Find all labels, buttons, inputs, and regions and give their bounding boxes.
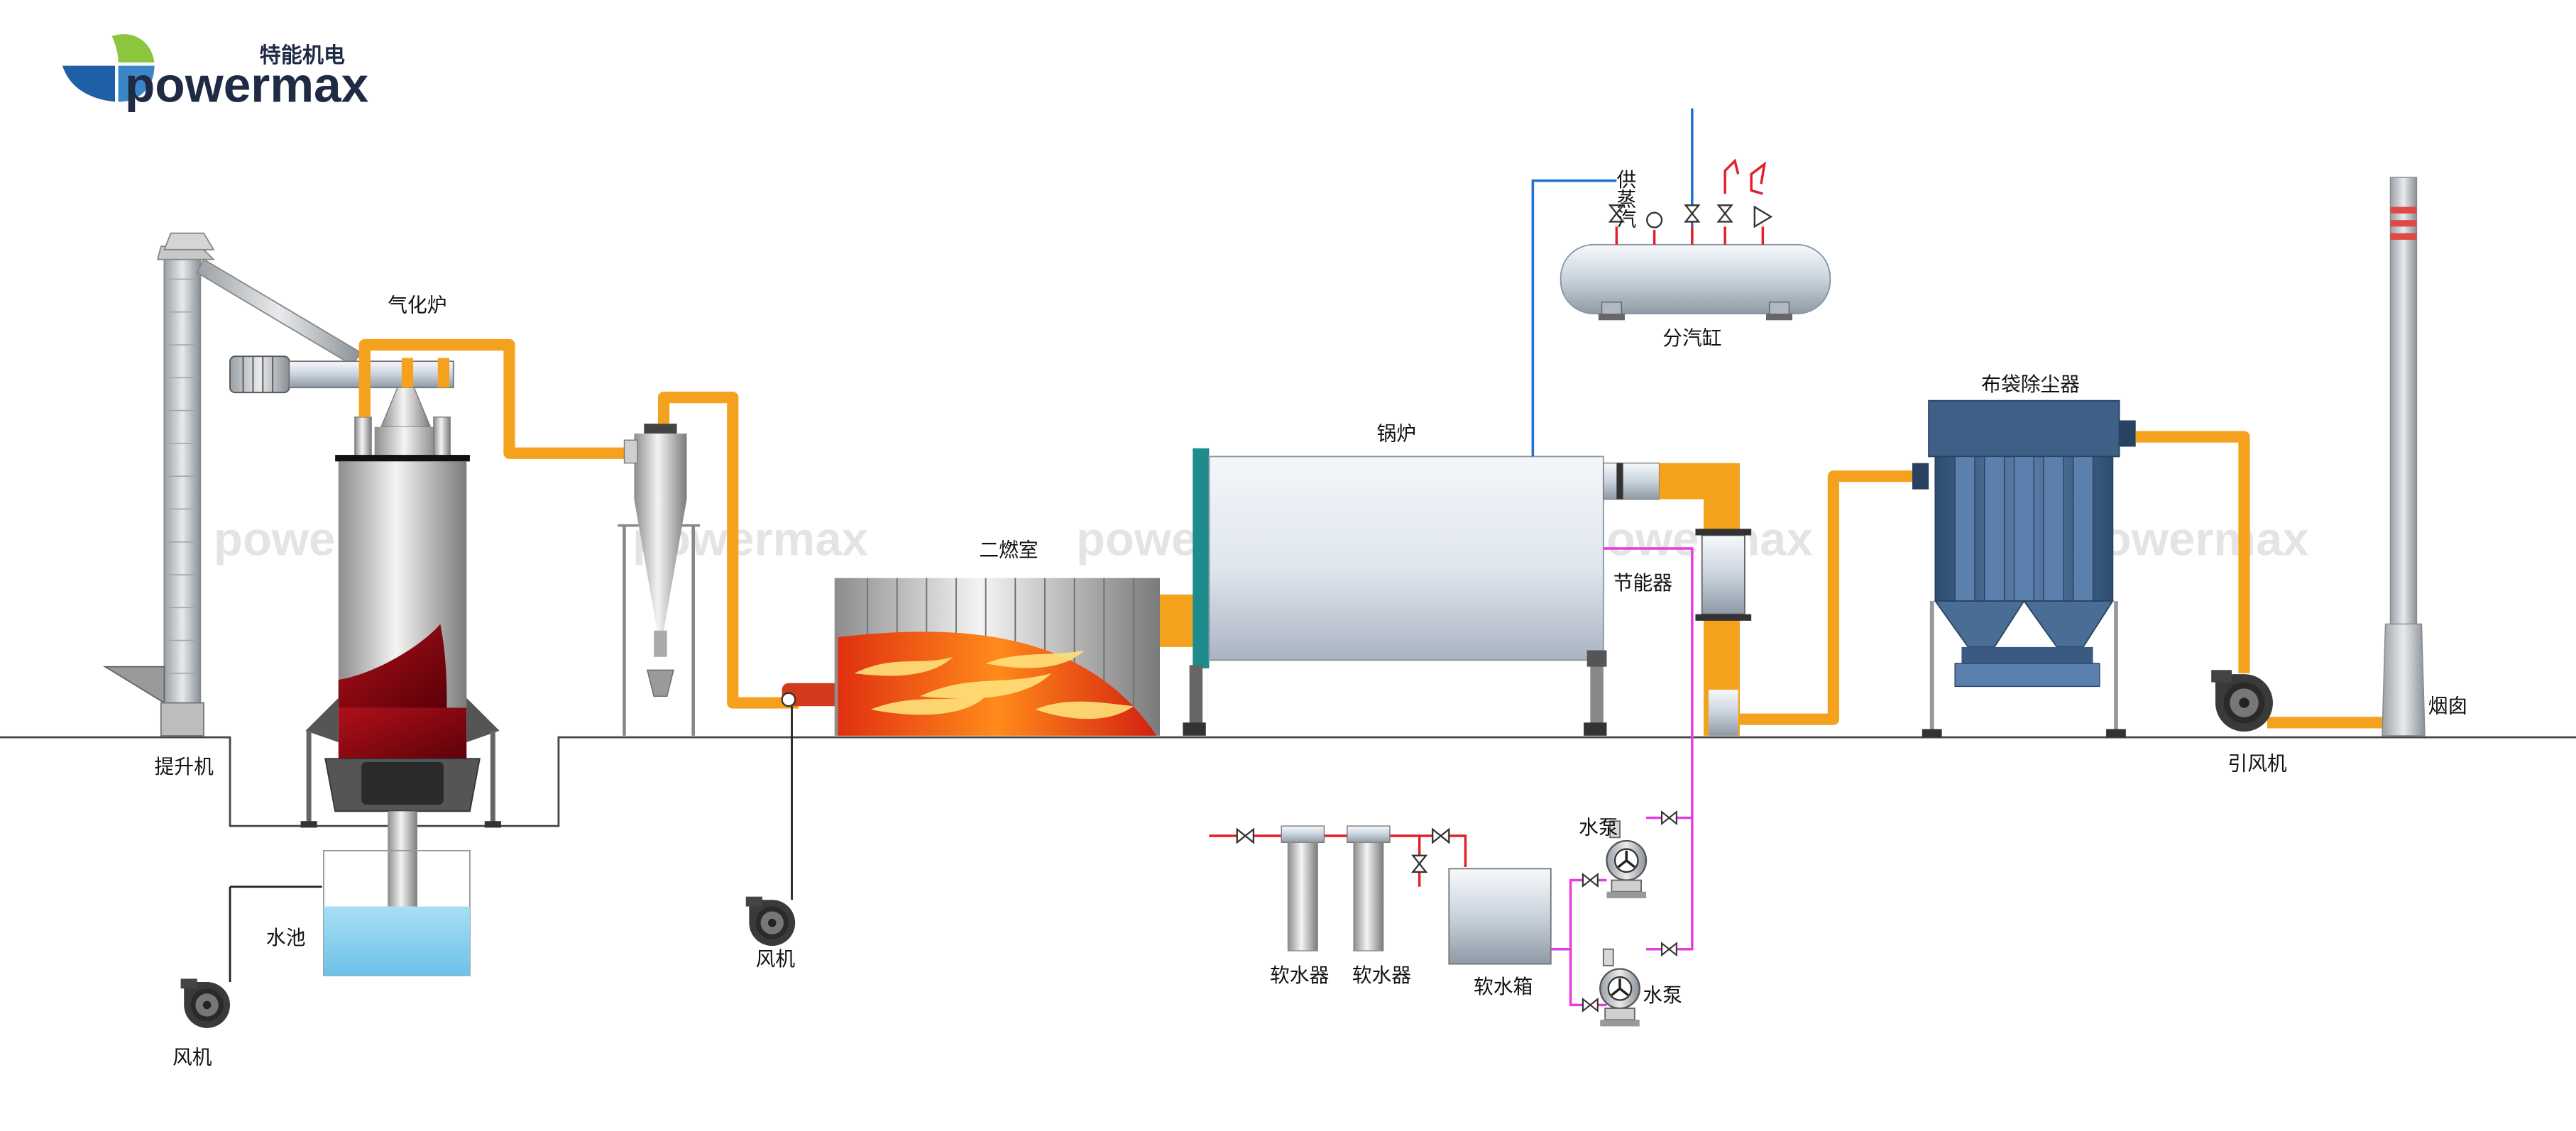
raw-water-line (1209, 834, 1467, 887)
softener-1 (1281, 825, 1325, 951)
cyclone (618, 424, 700, 736)
fan-icon (180, 978, 231, 1028)
valve-icon (1582, 998, 1599, 1012)
watermark: powermax (1577, 512, 1813, 566)
logo-wordmark: powermax (125, 57, 369, 112)
steam-supply-label: 供蒸汽 (1613, 169, 1636, 228)
fan-left-label: 风机 (172, 1046, 212, 1069)
safety-valve-icon (1753, 205, 1773, 228)
chimney-label: 烟囱 (2428, 694, 2468, 717)
softener-2-label: 软水器 (1352, 964, 1411, 987)
boiler (1183, 448, 1660, 736)
water-pool (323, 849, 471, 976)
economizer (1659, 463, 1752, 736)
water-pool-label: 水池 (266, 926, 306, 949)
fan-icon (2211, 670, 2273, 732)
softener-1-label: 软水器 (1270, 964, 1329, 987)
pump-1-label: 水泵 (1579, 816, 1618, 839)
pump-icon (1599, 947, 1641, 1028)
flue-pipe-to-fan (2135, 431, 2250, 673)
flue-pipe-to-filter (1738, 470, 1916, 725)
induced-fan-label: 引风机 (2227, 751, 2287, 775)
chimney (2382, 177, 2426, 736)
logo: powermax 特能机电 (62, 34, 369, 112)
economizer-label: 节能器 (1613, 571, 1672, 595)
bag-filter (1912, 399, 2136, 738)
chamber-label: 二燃室 (979, 539, 1038, 562)
valve-icon (1412, 854, 1427, 873)
syngas-pipe (358, 338, 631, 459)
logo-icon (62, 34, 155, 102)
valve-icon (1660, 942, 1677, 956)
gasifier (229, 355, 501, 907)
valve-icon (1236, 828, 1255, 844)
softener-2 (1347, 825, 1391, 951)
valve-icon (1432, 828, 1450, 844)
logo-cn-name: 特能机电 (260, 43, 345, 68)
steam-header-label: 分汽缸 (1662, 326, 1721, 350)
gasifier-label: 气化炉 (388, 294, 446, 317)
gas-pipe-to-chamber (657, 391, 799, 709)
valve-icon (1717, 204, 1733, 223)
valve-icon (1660, 811, 1677, 824)
hoist-label: 提升机 (155, 755, 214, 778)
fan-mid-label: 风机 (756, 947, 796, 971)
steam-line (1531, 179, 1617, 457)
soft-water-tank (1448, 868, 1552, 965)
gauge-icon (1646, 211, 1663, 228)
pump-2-label: 水泵 (1643, 983, 1682, 1007)
valve-icon (1582, 873, 1599, 887)
hoist (102, 232, 363, 736)
bag-filter-label: 布袋除尘器 (1981, 373, 2080, 396)
soft-tank-label: 软水箱 (1474, 975, 1533, 998)
valve-icon (1684, 204, 1700, 223)
steam-header (1560, 158, 1831, 321)
fan-icon (745, 896, 796, 947)
boiler-label: 锅炉 (1376, 421, 1416, 445)
secondary-chamber (781, 578, 1196, 736)
